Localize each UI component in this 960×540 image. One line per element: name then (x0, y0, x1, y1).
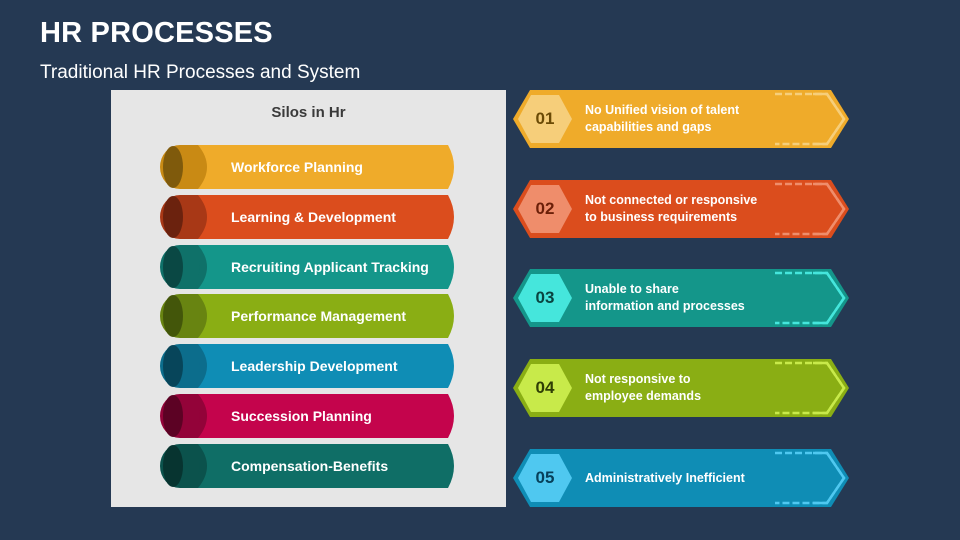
issue-text: Not responsive to employee demands (585, 358, 701, 418)
panel-title: Silos in Hr (271, 104, 346, 121)
arrow-banner-icon (513, 90, 849, 148)
issue-text-line2: capabilities and gaps (585, 120, 712, 134)
issue-text-line1: No Unified vision of talent (585, 103, 740, 117)
cylinder-shape-icon (160, 344, 454, 388)
issue-item: 02 Not connected or responsive to business… (513, 179, 850, 239)
issue-text-line2: information and processes (585, 299, 745, 313)
cylinder-shape-icon (160, 195, 454, 239)
silo-cylinder: Leadership Development (160, 344, 456, 388)
issue-item: 01 No Unified vision of talent capabilitie… (513, 89, 850, 149)
silo-cylinder: Learning & Development (160, 195, 456, 239)
arrow-banner-icon (513, 449, 849, 507)
issue-text-line1: Unable to share (585, 282, 679, 296)
issue-number-badge: 03 (535, 288, 555, 307)
issue-number-badge: 01 (535, 109, 555, 128)
issue-number-badge: 02 (535, 199, 555, 218)
issue-item: 05 Administratively Inefficient (513, 448, 850, 508)
page-subtitle: Traditional HR Processes and System (40, 62, 361, 83)
issue-text-line1: Not responsive to (585, 372, 691, 386)
issue-number-badge: 05 (535, 468, 555, 487)
silo-label: Compensation-Benefits (231, 458, 389, 474)
silo-label: Learning & Development (231, 209, 396, 225)
silo-label: Recruiting Applicant Tracking (231, 259, 429, 275)
arrow-banner-icon (513, 269, 849, 327)
silo-label: Succession Planning (231, 408, 372, 424)
silo-cylinder: Workforce Planning (160, 145, 456, 189)
issue-text-line1: Administratively Inefficient (585, 470, 745, 485)
cylinder-shape-icon (160, 394, 454, 438)
silo-cylinder: Succession Planning (160, 394, 456, 438)
issue-item: 03 Unable to share information and process… (513, 268, 850, 328)
silo-label: Performance Management (231, 308, 407, 324)
issue-number-badge: 04 (535, 378, 555, 397)
page-title: HR PROCESSES (40, 17, 273, 49)
issue-text: Unable to share information and processes (585, 268, 745, 328)
issue-text-line1: Not connected or responsive (585, 193, 758, 207)
arrow-banner-icon (513, 180, 849, 238)
silo-cylinder: Performance Management (160, 294, 456, 338)
silo-cylinder: Compensation-Benefits (160, 444, 456, 488)
arrow-banner-icon (513, 359, 849, 417)
issue-text: Administratively Inefficient (585, 448, 745, 508)
cylinder-shape-icon (160, 245, 454, 289)
issue-text: No Unified vision of talent capabilities … (585, 89, 739, 149)
cylinder-shape-icon (160, 294, 454, 338)
silo-label: Leadership Development (231, 358, 398, 374)
cylinder-shape-icon (160, 145, 454, 189)
silo-cylinder: Recruiting Applicant Tracking (160, 245, 456, 289)
issue-item: 04 Not responsive to employee demands (513, 358, 850, 418)
issue-text-line2: to business requirements (585, 210, 738, 224)
issue-text: Not connected or responsive to business r… (585, 179, 757, 239)
cylinder-shape-icon (160, 444, 454, 488)
silo-label: Workforce Planning (231, 159, 363, 175)
issue-text-line2: employee demands (585, 389, 702, 403)
